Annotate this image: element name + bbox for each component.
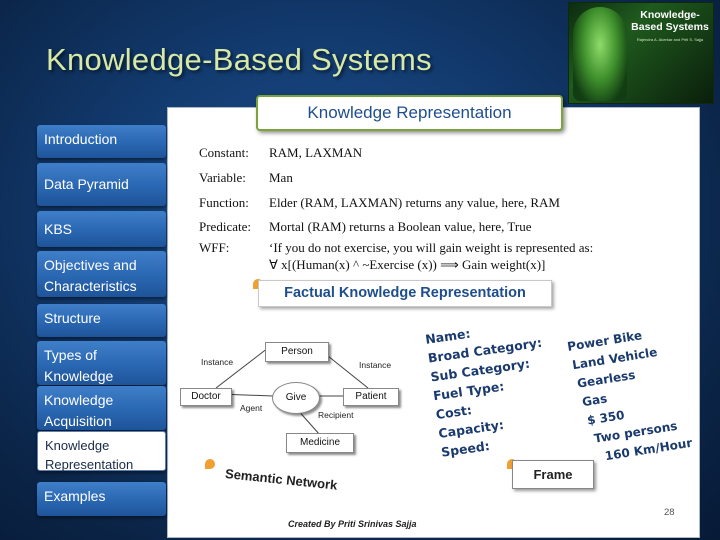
definition-term: Variable: — [199, 170, 246, 185]
sidebar-item-label: Examples — [44, 488, 106, 504]
sidebar-item-label: Objectives and Characteristics — [44, 257, 137, 294]
bullet-icon — [205, 459, 215, 469]
sidebar-item-label: KBS — [44, 221, 73, 237]
definition-wff-formula: ∀ x[(Human(x) ^ ~Exercise (x)) ⟹ Gain we… — [269, 257, 546, 272]
frame-values: Power Bike Land Vehicle Gearless Gas $ 3… — [566, 318, 714, 476]
sidebar-item-label: Knowledge Acquisition — [44, 392, 114, 429]
definition-term: Predicate: — [199, 219, 251, 234]
frame-label: Frame — [512, 460, 594, 489]
edge-label-instance-right: Instance — [359, 360, 392, 370]
edge-instance-left — [215, 347, 269, 389]
page-number: 28 — [664, 507, 675, 518]
definition-variable: Variable: Man — [199, 170, 293, 186]
definition-term: Function: — [199, 195, 249, 210]
definition-term: WFF: — [199, 240, 230, 255]
sidebar-item-kbs[interactable]: KBS — [37, 211, 166, 247]
factual-knowledge-label: Factual Knowledge Representation — [258, 280, 552, 307]
sidebar-item-label: Data Pyramid — [44, 176, 129, 192]
sidebar-item-label: Introduction — [44, 131, 118, 147]
sidebar-item-structure[interactable]: Structure — [37, 304, 166, 337]
slide-title: Knowledge-Based Systems — [46, 42, 432, 77]
edge-label-instance-left: Instance — [201, 357, 234, 367]
definition-text: Man — [269, 170, 293, 185]
node-medicine: Medicine — [286, 433, 354, 453]
cover-authors: Rajendra A. Akerkar and Priti S. Sajja — [636, 37, 704, 42]
sidebar-item-types-of-knowledge[interactable]: Types of Knowledge — [37, 341, 166, 385]
frame-slots: Name: Broad Category: Sub Category: Fuel… — [424, 312, 574, 479]
sidebar-item-label: Structure — [44, 310, 101, 326]
semantic-network-diagram: Person Doctor Give Patient Medicine Inst… — [168, 330, 418, 505]
node-doctor: Doctor — [180, 388, 232, 406]
sidebar-item-knowledge-representation[interactable]: Knowledge Representation — [37, 431, 166, 472]
content-panel — [167, 107, 700, 538]
definition-text: Mortal (RAM) returns a Boolean value, he… — [269, 219, 532, 234]
definition-constant: Constant: RAM, LAXMAN — [199, 145, 362, 161]
node-give: Give — [272, 382, 320, 414]
book-cover-image: Knowledge-Based Systems Rajendra A. Aker… — [568, 2, 714, 104]
edge-label-agent: Agent — [240, 403, 263, 413]
definition-text: RAM, LAXMAN — [269, 145, 363, 160]
definition-term: Constant: — [199, 145, 249, 160]
definition-predicate: Predicate: Mortal (RAM) returns a Boolean… — [199, 219, 531, 235]
cover-face-graphic — [573, 7, 627, 101]
sidebar-item-data-pyramid[interactable]: Data Pyramid — [37, 163, 166, 206]
sidebar-item-knowledge-acquisition[interactable]: Knowledge Acquisition — [37, 386, 166, 430]
node-patient: Patient — [343, 388, 399, 406]
sidebar-item-label: Knowledge Representation — [45, 438, 134, 472]
definition-function: Function: Elder (RAM, LAXMAN) returns any… — [199, 195, 560, 211]
definition-text: Elder (RAM, LAXMAN) returns any value, h… — [269, 195, 560, 210]
sidebar-item-label: Types of Knowledge — [44, 347, 114, 384]
edge-label-recipient: Recipient — [318, 410, 354, 420]
section-title: Knowledge Representation — [256, 95, 563, 131]
definition-wff: WFF: ‘If you do not exercise, you will ga… — [199, 240, 593, 256]
node-person: Person — [265, 342, 329, 362]
sidebar-item-examples[interactable]: Examples — [37, 482, 166, 516]
cover-title: Knowledge-Based Systems — [631, 9, 709, 33]
sidebar-item-objectives[interactable]: Objectives and Characteristics — [37, 251, 166, 297]
definition-text: ‘If you do not exercise, you will gain w… — [269, 240, 594, 255]
sidebar-item-introduction[interactable]: Introduction — [37, 125, 166, 158]
author-credit: Created By Priti Srinivas Sajja — [288, 519, 417, 529]
